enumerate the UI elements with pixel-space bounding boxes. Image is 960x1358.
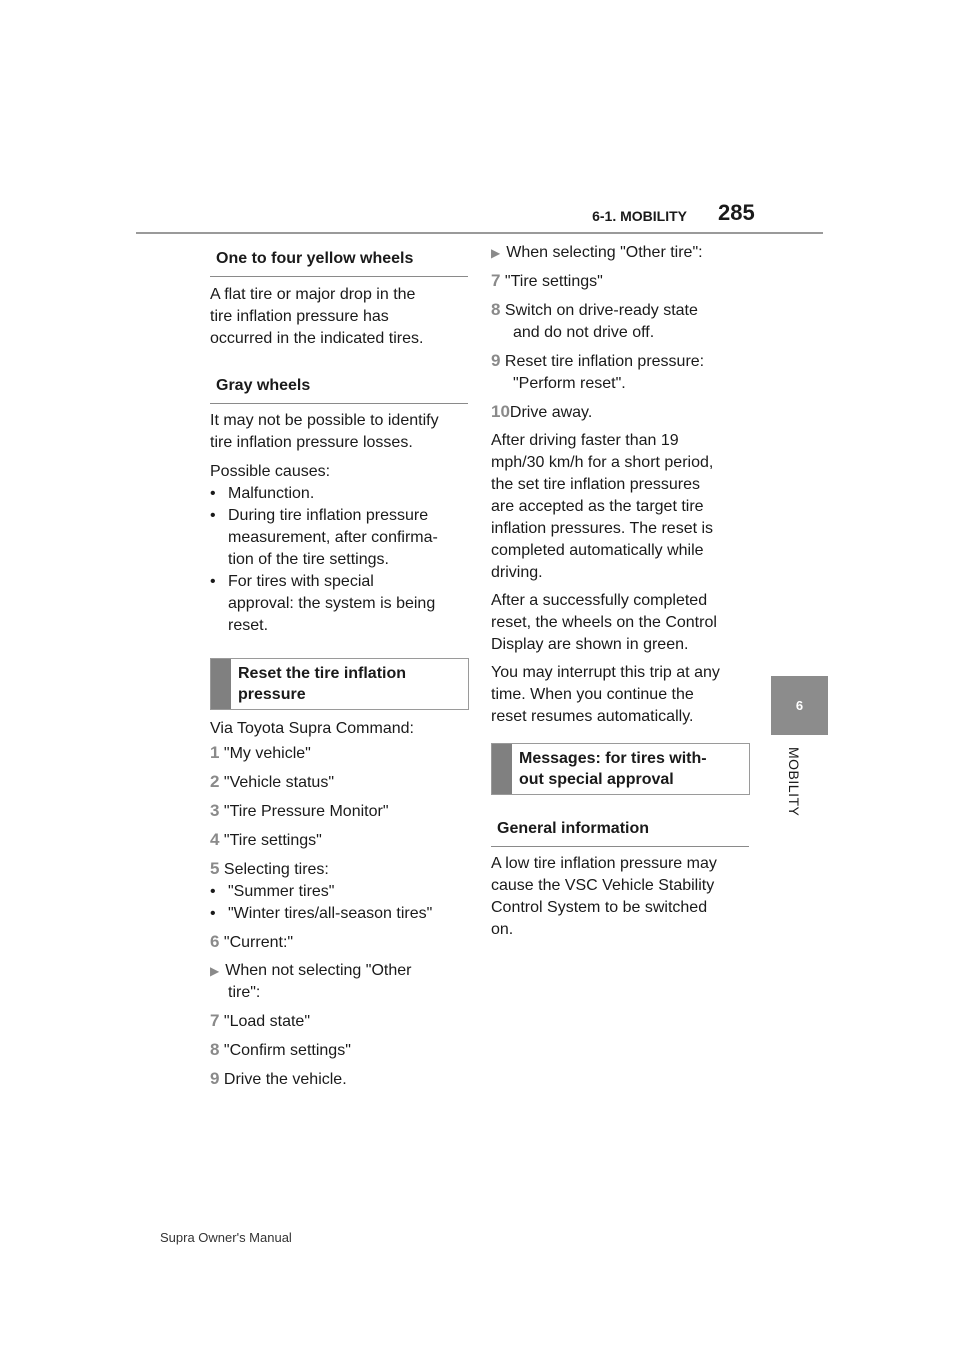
step-item: 8 Switch on drive-ready state and do not… (491, 300, 698, 341)
heading-gray-wheels: Gray wheels (210, 377, 468, 404)
heading-box-messages: Messages: for tires with-out special app… (491, 743, 750, 795)
header-divider (136, 232, 823, 234)
paragraph-causes: Possible causes: •Malfunction. •During t… (210, 461, 472, 637)
footer-manual-title: Supra Owner's Manual (160, 1230, 292, 1245)
page-number: 285 (718, 200, 755, 225)
steps-list: 1 "My vehicle" 2 "Vehicle status" 3 "Tir… (210, 742, 472, 1091)
chapter-label: MOBILITY (786, 747, 802, 817)
step-item: 1 "My vehicle" (210, 743, 311, 762)
step-item: 10Drive away. (491, 402, 593, 421)
step-item: 7 "Tire settings" (491, 271, 603, 290)
heading-bar (492, 744, 512, 794)
cause-item: •Malfunction. (210, 485, 315, 502)
right-steps: ▶When selecting "Other tire": 7 "Tire se… (491, 242, 753, 728)
condition-other-tire: ▶When not selecting "Other tire": (210, 962, 412, 1001)
step-item: 2 "Vehicle status" (210, 772, 335, 791)
step-item: 8 "Confirm settings" (210, 1040, 351, 1059)
triangle-bullet-icon: ▶ (210, 964, 220, 978)
paragraph-via: Via Toyota Supra Command: (210, 720, 414, 737)
condition-other-tire-selected: ▶When selecting "Other tire": (491, 244, 703, 261)
heading-general-information: General information (491, 820, 749, 847)
step-item: 9 Drive the vehicle. (210, 1069, 347, 1088)
step-item: 6 "Current:" (210, 932, 294, 951)
step-item: 3 "Tire Pressure Monitor" (210, 801, 389, 820)
section-title: 6-1. MOBILITY (592, 208, 687, 224)
step-item: 4 "Tire settings" (210, 830, 322, 849)
step-item: 9 Reset tire inflation pressure: "Perfor… (491, 351, 705, 392)
triangle-bullet-icon: ▶ (491, 246, 501, 260)
chapter-tab: 6 (771, 676, 828, 735)
tire-option: •"Summer tires" (210, 883, 335, 900)
tire-option: •"Winter tires/all-season tires" (210, 905, 433, 922)
heading-bar (211, 659, 231, 709)
step-item: 7 "Load state" (210, 1011, 311, 1030)
step-item: 5 Selecting tires: (210, 859, 329, 878)
heading-yellow-wheels: One to four yellow wheels (210, 250, 468, 277)
